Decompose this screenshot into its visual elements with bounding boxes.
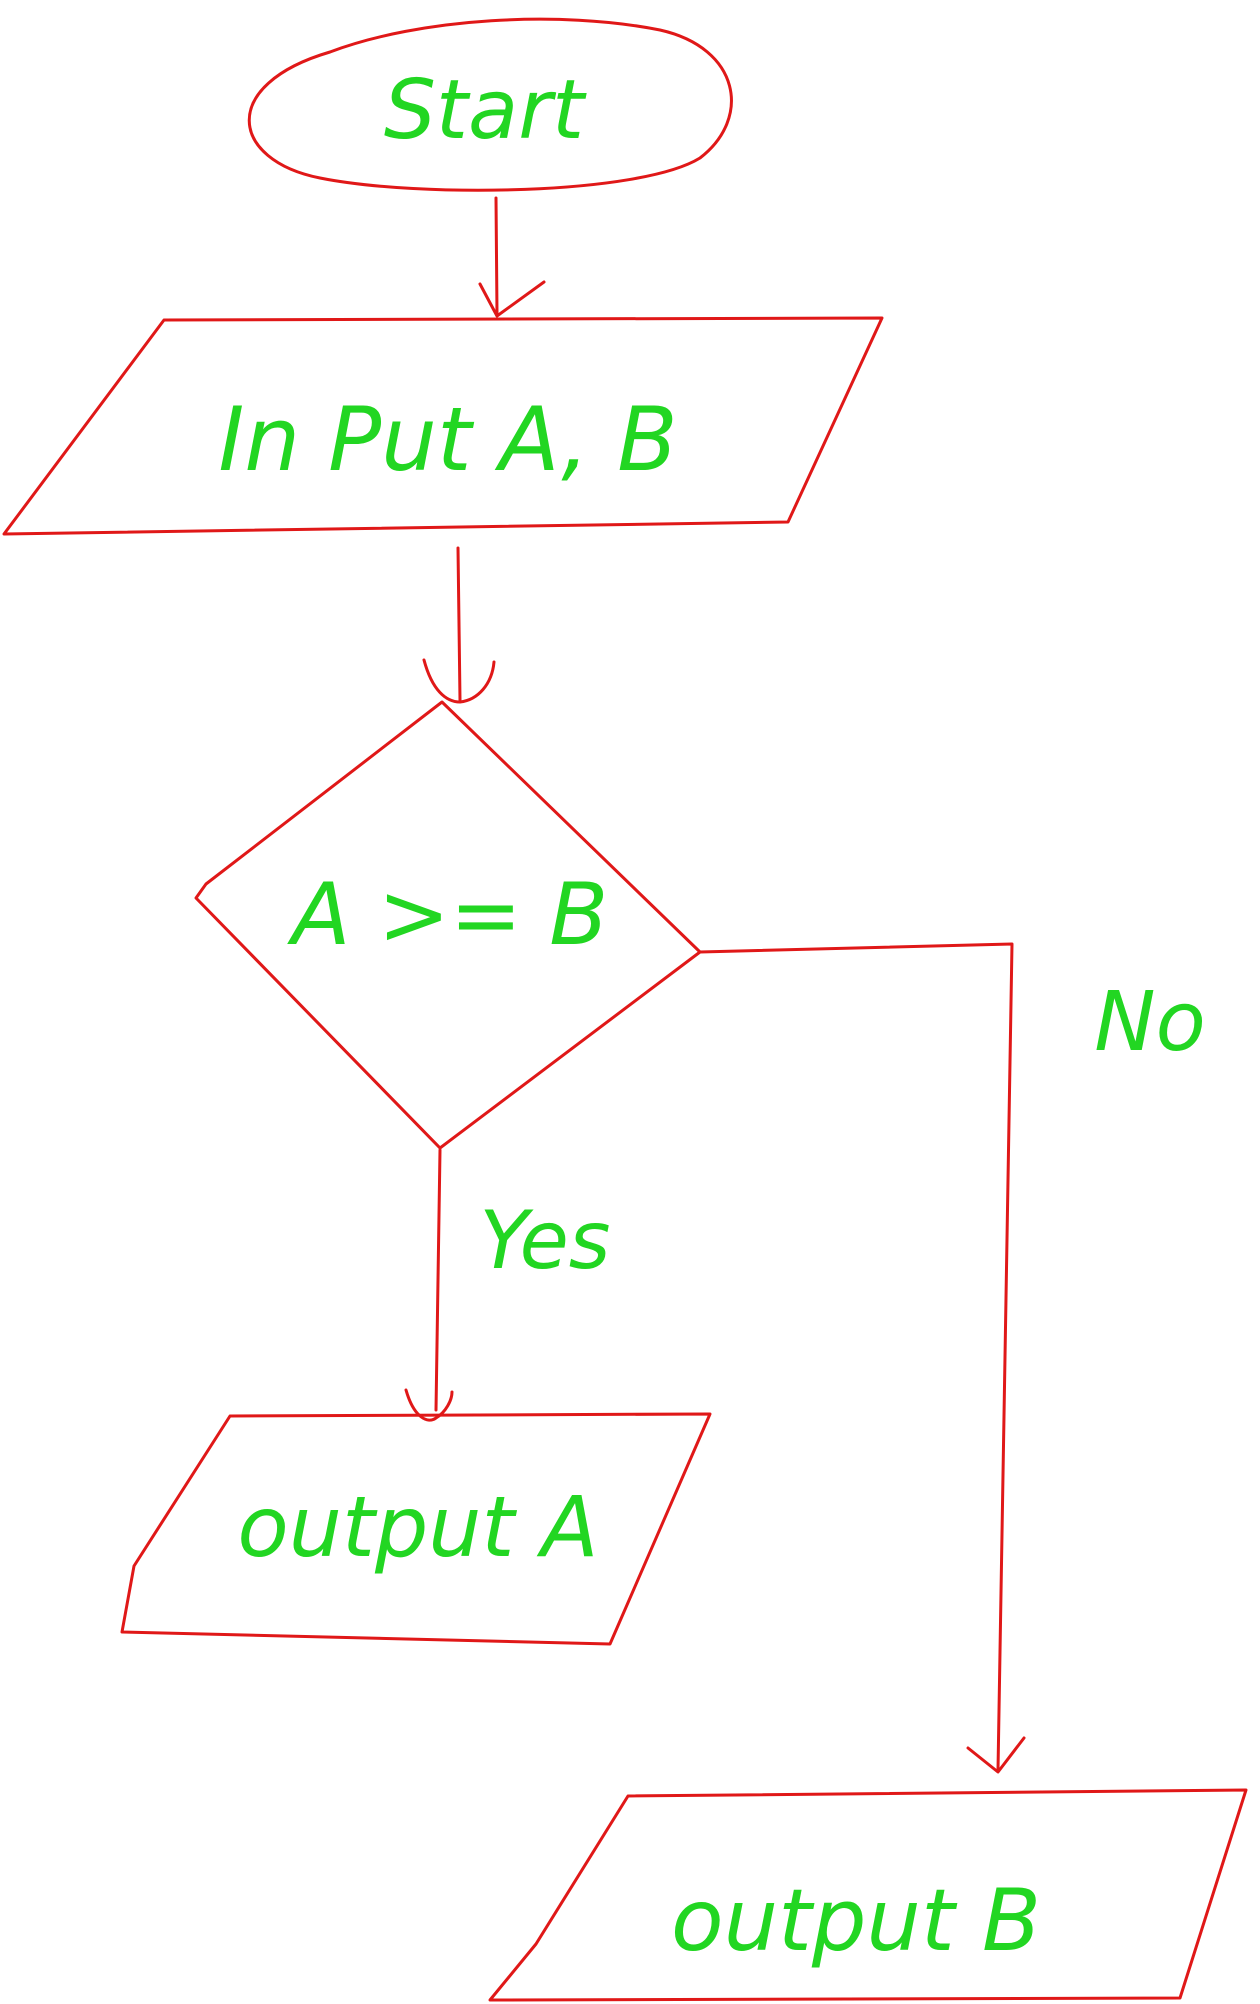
decision-node-outline bbox=[194, 700, 702, 1150]
connector-start-to-input bbox=[478, 196, 546, 318]
connector-no-line bbox=[698, 942, 1014, 1772]
start-node-label: Start bbox=[384, 63, 587, 158]
connector-start-to-input-arrowhead bbox=[478, 280, 546, 318]
output-b-node: output B bbox=[488, 1788, 1248, 2002]
start-node: Start bbox=[247, 17, 733, 192]
connector-no: No bbox=[698, 942, 1206, 1774]
output-a-node-outline bbox=[120, 1412, 712, 1646]
output-b-node-outline bbox=[488, 1788, 1248, 2002]
output-a-node-label: output A bbox=[237, 1478, 598, 1576]
input-node: In Put A, B bbox=[2, 316, 884, 536]
connector-input-to-decision-arrowhead bbox=[422, 658, 496, 704]
input-node-label: In Put A, B bbox=[218, 388, 677, 491]
decision-node: A >= B bbox=[194, 700, 702, 1150]
connector-input-to-decision-line bbox=[456, 546, 462, 702]
connector-yes-arrowhead bbox=[404, 1388, 454, 1422]
connector-start-to-input-line bbox=[494, 196, 499, 316]
connector-no-arrowhead bbox=[966, 1736, 1026, 1774]
input-node-outline bbox=[2, 316, 884, 536]
output-a-node: output A bbox=[120, 1412, 712, 1646]
no-label: No bbox=[1094, 975, 1206, 1070]
decision-node-label: A >= B bbox=[287, 865, 609, 965]
start-node-outline bbox=[247, 17, 733, 192]
connector-yes: Yes bbox=[404, 1148, 611, 1422]
output-b-node-label: output B bbox=[671, 1871, 1041, 1971]
connector-input-to-decision bbox=[422, 546, 496, 704]
connector-yes-line bbox=[434, 1148, 442, 1412]
yes-label: Yes bbox=[480, 1194, 611, 1287]
